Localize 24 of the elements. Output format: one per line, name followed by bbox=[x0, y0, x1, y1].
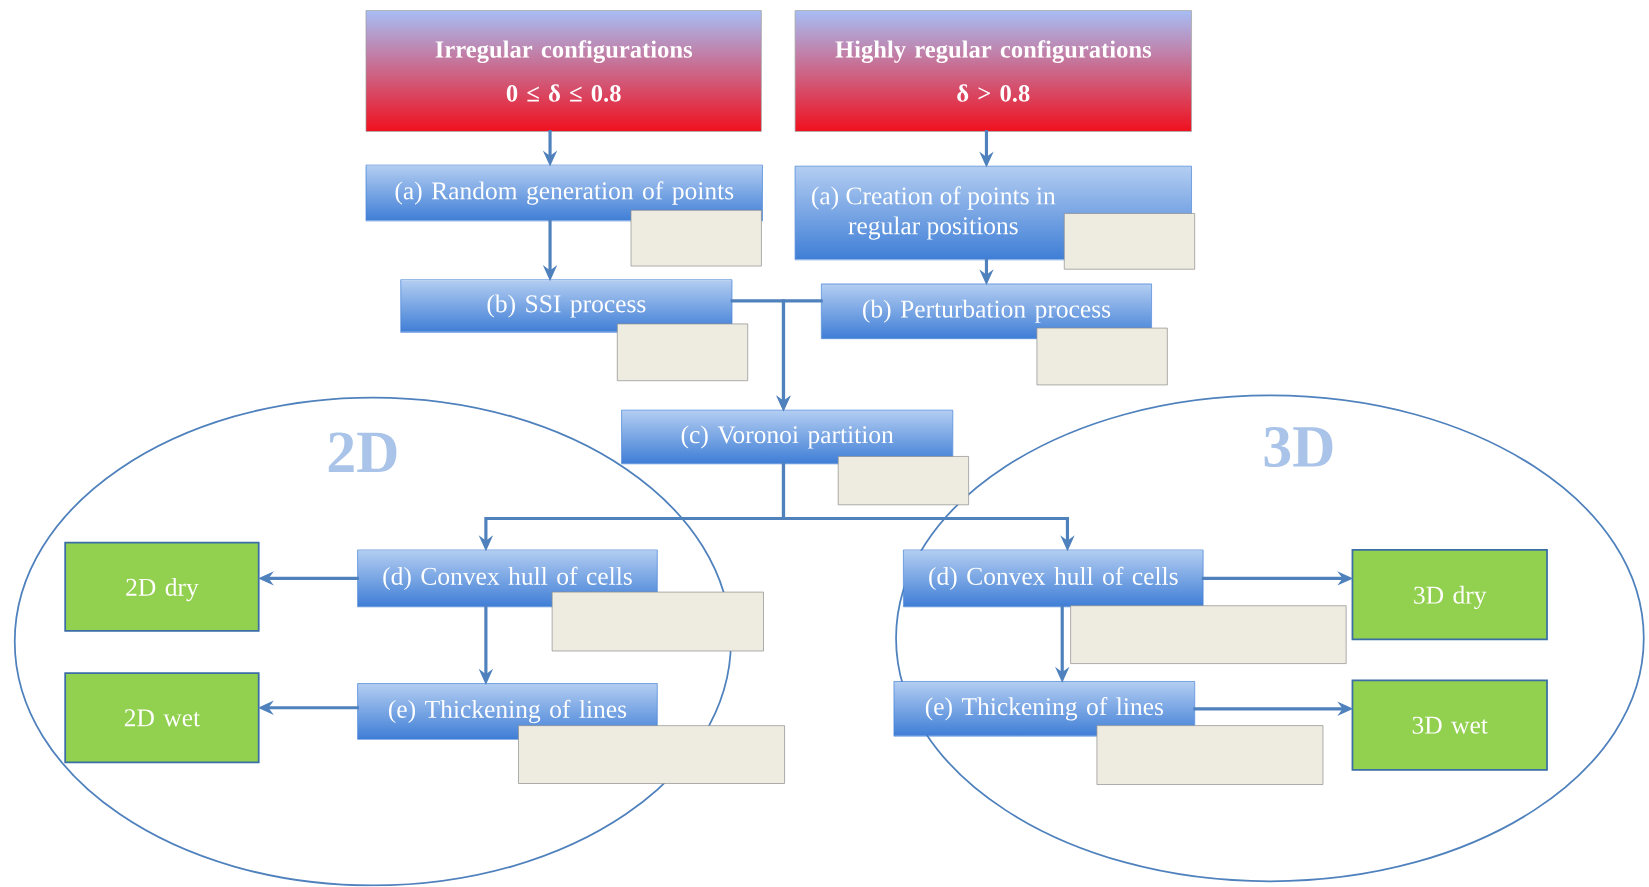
process-box: (b) SSI process bbox=[400, 279, 733, 333]
tool-box bbox=[1070, 605, 1347, 665]
result-box: 3D dry bbox=[1351, 549, 1548, 641]
tool-box bbox=[518, 725, 785, 785]
process-box: (c) Voronoi partition bbox=[621, 410, 954, 465]
process-box: (d) Convex hull of cells bbox=[903, 549, 1204, 608]
process-box: (e) Thickening of lines bbox=[893, 681, 1196, 737]
region-heading: 3D bbox=[1264, 427, 1333, 468]
tool-box bbox=[630, 210, 762, 267]
tool-box bbox=[616, 323, 749, 382]
tool-box bbox=[837, 456, 969, 506]
process-box: (a) Random generation of points bbox=[365, 165, 763, 222]
process-box: (b) Perturbation process bbox=[821, 283, 1152, 340]
tool-box bbox=[1096, 725, 1324, 786]
tool-box bbox=[1036, 328, 1168, 386]
header-box: Irregular configurations 0 ≤ δ ≤ 0.8 bbox=[365, 10, 762, 133]
header-box: Highly regular configurations δ > 0.8 bbox=[794, 10, 1192, 133]
tool-box bbox=[1063, 213, 1196, 270]
result-box: 2D dry bbox=[64, 541, 260, 633]
tool-box bbox=[551, 592, 764, 652]
result-box: 2D wet bbox=[64, 672, 260, 764]
process-box: (d) Convex hull of cells bbox=[357, 549, 658, 608]
result-box: 3D wet bbox=[1351, 679, 1548, 771]
region-heading: 2D bbox=[328, 432, 397, 473]
